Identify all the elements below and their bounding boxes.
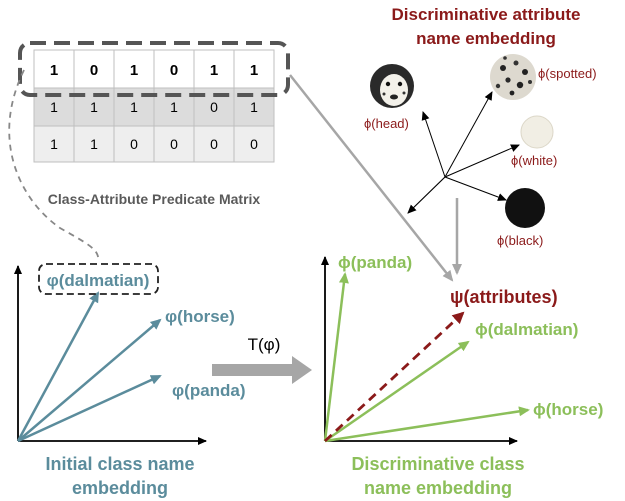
discriminative-vector-panda (323, 272, 349, 442)
matrix-title: Class-Attribute Predicate Matrix (48, 191, 261, 207)
attribute-vector-white (444, 144, 520, 178)
matrix-to-dalmatian-connector (8, 69, 100, 263)
dalmatian-head-image (370, 64, 414, 108)
matrix-cell: 0 (210, 136, 218, 152)
initial-label-horse: φ(horse) (165, 307, 235, 326)
matrix-cell: 1 (170, 99, 178, 115)
attribute-label-head: ϕ(head) (364, 116, 409, 131)
attribute-axis (407, 176, 446, 214)
initial-vector-panda (17, 374, 162, 443)
transform-arrow: T(φ) (212, 335, 312, 384)
attribute-vector-head (421, 111, 446, 178)
matrix-cell: 0 (90, 62, 98, 79)
matrix-cell: 1 (90, 136, 98, 152)
attribute-label-black: ϕ(black) (497, 233, 543, 248)
transform-label: T(φ) (248, 335, 281, 354)
matrix-cell: 1 (250, 99, 258, 115)
matrix-cell: 0 (170, 136, 178, 152)
matrix-row: 1 1 0 0 0 0 (33, 125, 275, 163)
attribute-embedding-title: name embedding (416, 29, 556, 48)
discriminative-vector-dalmatian (324, 340, 470, 443)
psi-attributes-vector (324, 311, 465, 443)
attribute-vector-spotted (444, 91, 493, 178)
matrix-cell: 1 (50, 99, 58, 115)
discriminative-embedding: ϕ(panda) ϕ(dalmatian) ϕ(horse) ψ(attribu… (321, 253, 603, 498)
matrix-cell: 0 (130, 136, 138, 152)
initial-embedding-title: embedding (72, 478, 168, 498)
initial-label-panda: φ(panda) (172, 381, 246, 400)
attribute-embedding: Discriminative attribute name embedding … (364, 5, 597, 248)
predicate-matrix: 1 0 1 0 1 1 1 1 1 1 0 1 (18, 41, 290, 207)
matrix-cell: 0 (250, 136, 258, 152)
psi-attributes-label: ψ(attributes) (450, 287, 558, 307)
matrix-cell: 1 (130, 99, 138, 115)
matrix-cell: 0 (170, 62, 178, 79)
matrix-row-dalmatian: 1 0 1 0 1 1 (33, 49, 275, 89)
matrix-to-psi-arrow (289, 74, 454, 282)
initial-label-dalmatian: φ(dalmatian) (47, 271, 150, 290)
matrix-cell: 1 (210, 62, 218, 79)
attribute-label-white: ϕ(white) (511, 153, 557, 168)
spotted-fur-image (490, 54, 536, 100)
discriminative-embedding-title: Discriminative class (351, 454, 524, 474)
attribute-embedding-title: Discriminative attribute (392, 5, 581, 24)
white-fur-image (520, 115, 554, 149)
row-highlight-box (18, 41, 290, 97)
discriminative-label-horse: ϕ(horse) (533, 400, 603, 419)
initial-embedding-title: Initial class name (45, 454, 194, 474)
matrix-cell: 1 (50, 136, 58, 152)
initial-vector-dalmatian (16, 291, 100, 442)
matrix-cell: 1 (250, 62, 258, 79)
discriminative-vector-horse (324, 406, 530, 443)
black-fur-image (505, 188, 545, 228)
matrix-cell: 1 (50, 62, 58, 79)
initial-vector-horse (17, 318, 162, 442)
initial-embedding: φ(dalmatian) φ(horse) φ(panda) Initial c… (14, 263, 246, 498)
matrix-cell: 1 (90, 99, 98, 115)
discriminative-label-dalmatian: ϕ(dalmatian) (475, 320, 578, 339)
matrix-cell: 0 (210, 99, 218, 115)
matrix-cell: 1 (130, 62, 138, 79)
dalmatian-highlight-box (38, 263, 159, 295)
discriminative-label-panda: ϕ(panda) (338, 253, 412, 272)
attribute-vector-black (444, 176, 507, 201)
attribute-label-spotted: ϕ(spotted) (538, 66, 597, 81)
discriminative-embedding-title: name embedding (364, 478, 512, 498)
